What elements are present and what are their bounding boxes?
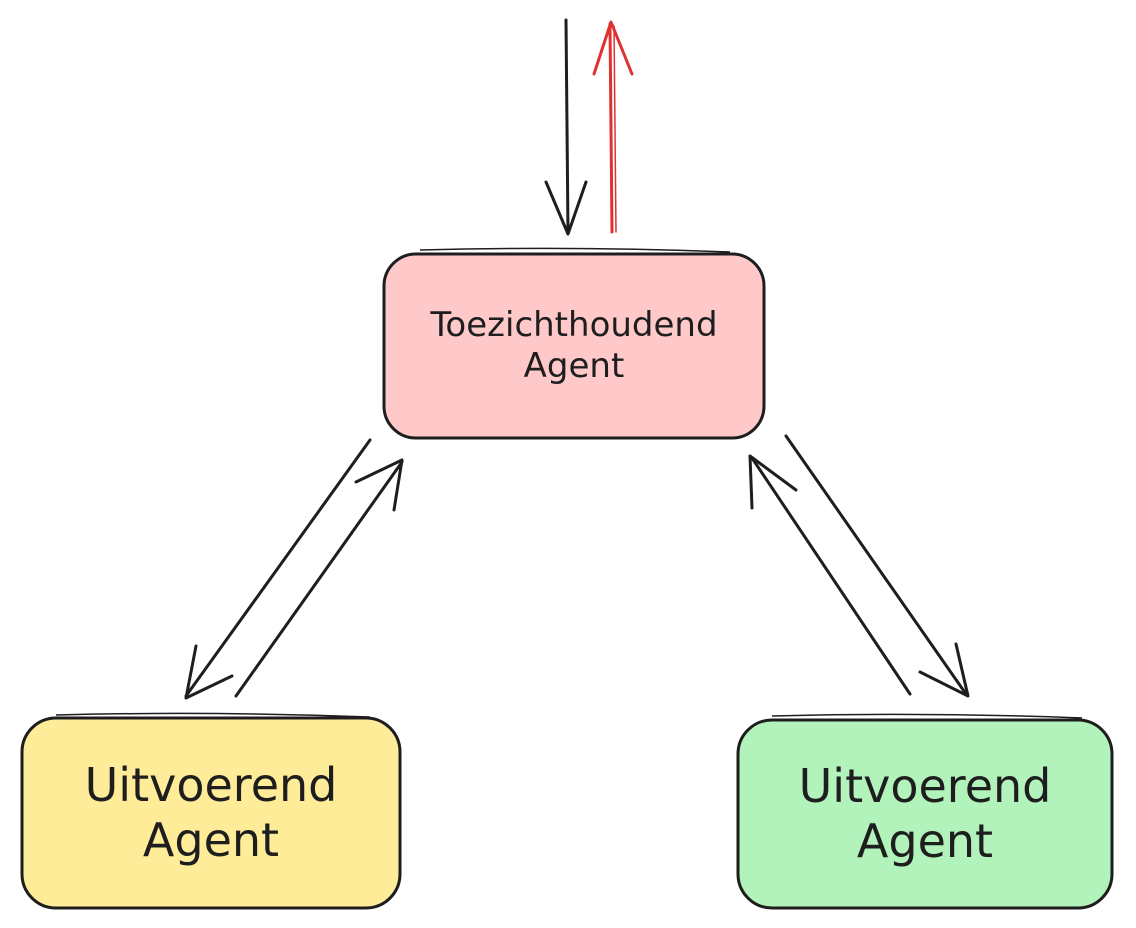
- edge-executor-left-to-supervisor: [234, 458, 404, 698]
- node-executor-right-box: [736, 718, 1114, 910]
- node-executor-left-sketch-line: [55, 712, 371, 718]
- edge-executor-right-to-supervisor: [748, 454, 912, 696]
- edge-supervisor-to-executor-left: [184, 438, 372, 700]
- node-supervisor-label-line1: Toezichthoudend: [430, 305, 718, 346]
- node-supervisor-box: [382, 252, 766, 440]
- node-executor-left-box: [20, 716, 402, 910]
- node-executor-right-label-line2: Agent: [856, 814, 994, 868]
- edge-supervisor-to-external: [592, 20, 634, 234]
- node-executor-right-sketch-line: [771, 713, 1083, 719]
- node-supervisor-label: Toezichthoudend Agent: [384, 254, 764, 438]
- node-executor-left-label-line1: Uitvoerend: [84, 757, 338, 812]
- node-supervisor-label-line2: Agent: [523, 346, 625, 386]
- node-supervisor-sketch-line: [419, 247, 731, 253]
- node-executor-left[interactable]: [20, 712, 402, 910]
- edge-supervisor-to-executor-right: [784, 434, 970, 698]
- node-executor-left-label-line2: Agent: [142, 813, 280, 867]
- node-executor-left-label: Uitvoerend Agent: [22, 718, 400, 908]
- node-executor-right-label-line1: Uitvoerend: [798, 758, 1052, 813]
- node-executor-right[interactable]: [736, 713, 1114, 910]
- edge-external-to-supervisor: [544, 18, 588, 236]
- node-supervisor[interactable]: [382, 247, 766, 440]
- node-executor-right-label: Uitvoerend Agent: [738, 720, 1112, 908]
